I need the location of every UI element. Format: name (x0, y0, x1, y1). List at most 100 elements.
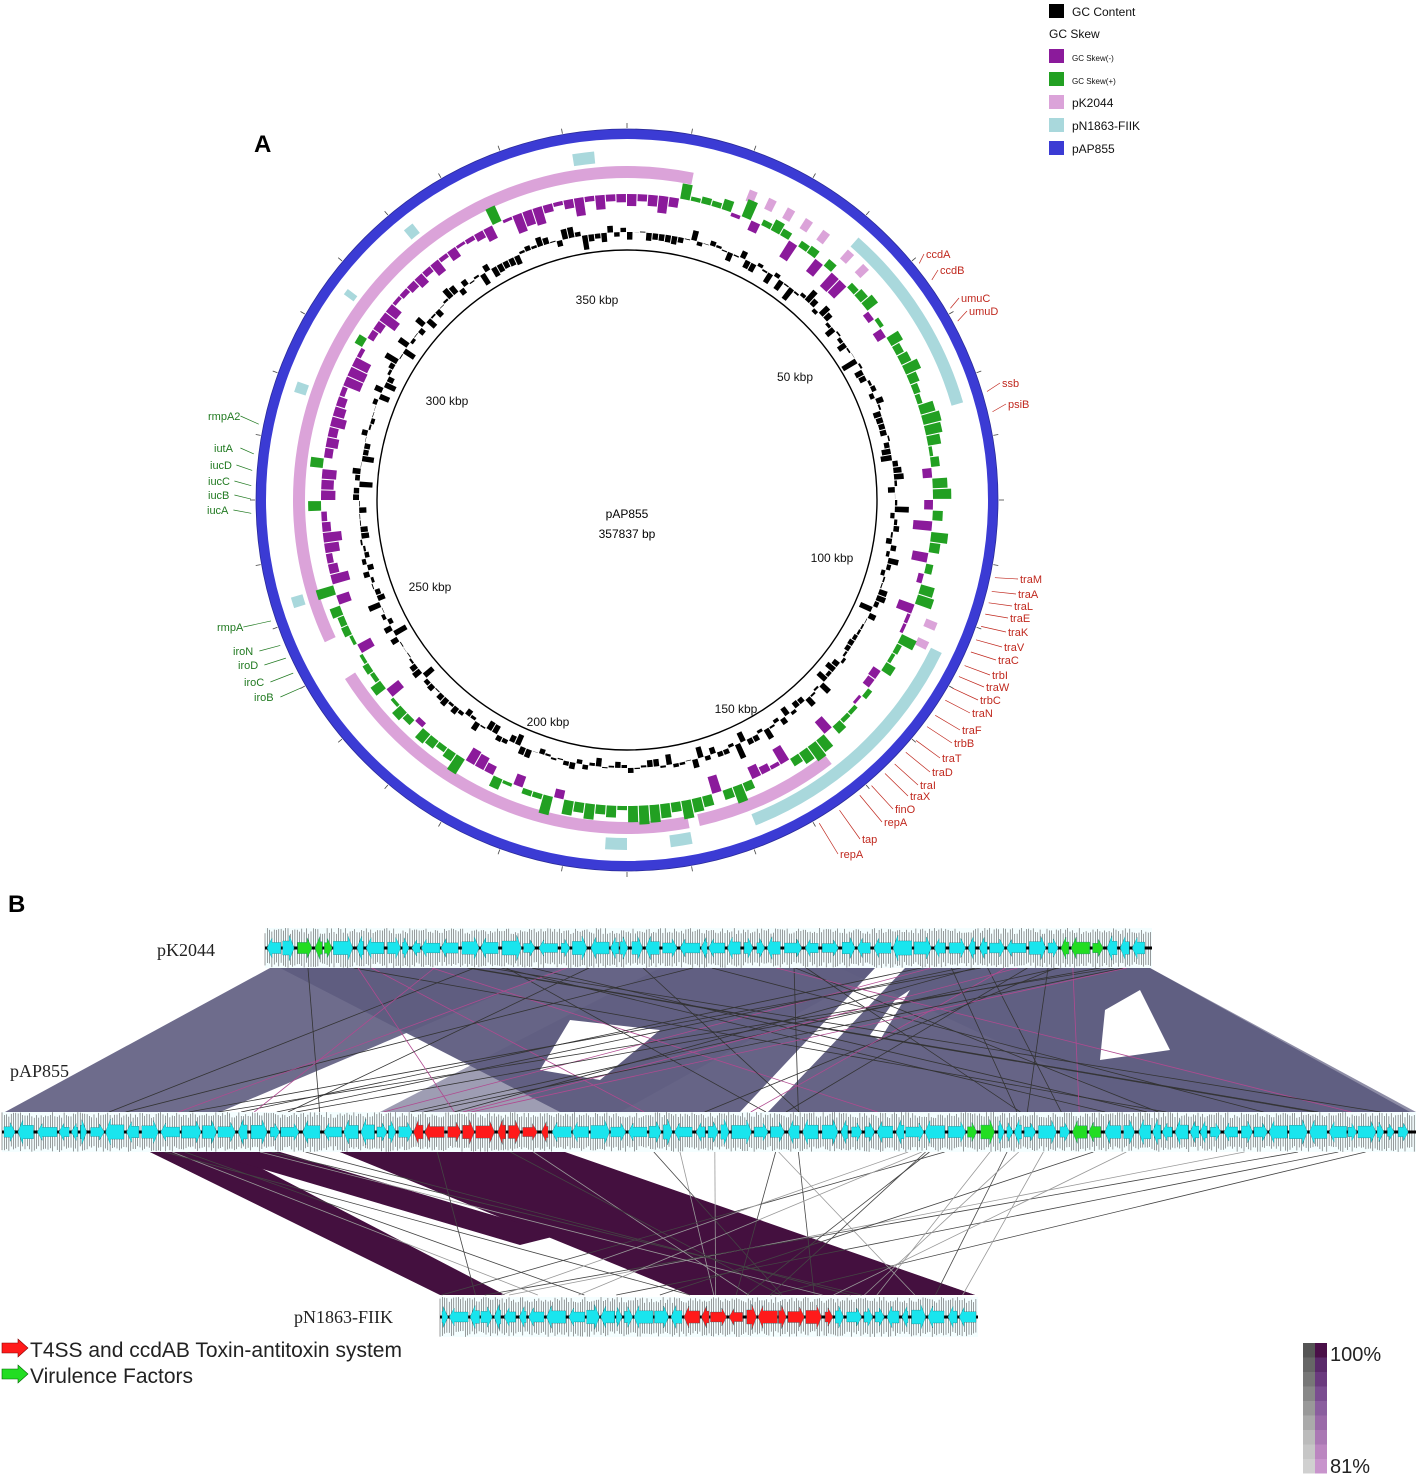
gene-arrow (631, 936, 643, 960)
gc-content-bar (501, 737, 509, 745)
gc-skew-bar (758, 763, 771, 775)
gene-arrow (1253, 1122, 1268, 1142)
gc-skew-bar (899, 623, 907, 634)
gc-content-bar (542, 237, 550, 246)
synteny-links (5, 967, 1416, 1296)
gc-skew-bar (330, 416, 347, 430)
gc-content-bar (370, 418, 376, 425)
gene-arrow (778, 1305, 787, 1329)
gene-leader-line (280, 687, 302, 698)
gene-arrow (968, 936, 976, 960)
gc-content-bar (363, 443, 371, 450)
gene-leader-line (233, 509, 252, 514)
legend-label: GC Skew (1049, 27, 1100, 41)
gc-skew-bar (332, 406, 347, 419)
gc-content-bar (872, 411, 882, 419)
gc-skew-bar (872, 328, 886, 343)
outer-tick (948, 311, 954, 315)
gene-label-red: traC (998, 655, 1019, 667)
synteny-line (704, 967, 1057, 1113)
gene-label-red: ssb (1002, 378, 1019, 390)
gc-skew-bar (721, 198, 735, 213)
gc-skew-bar (918, 400, 936, 415)
synteny-line (410, 967, 1060, 1113)
gene-arrow (1104, 1120, 1122, 1144)
gene-label-red: ccdB (940, 265, 964, 277)
gc-content-bar (793, 291, 800, 296)
synteny-line (745, 1151, 930, 1296)
gc-skew-bar (321, 469, 337, 480)
gene-leader-line (918, 253, 925, 264)
gc-content-bar (387, 369, 393, 376)
gc-content-bar (418, 327, 426, 336)
gc-content-bar (727, 742, 735, 748)
kbp-label: 50 kbp (777, 370, 813, 384)
gc-skew-bar (790, 753, 804, 767)
legend-swatch (1049, 95, 1064, 109)
gene-arrow (503, 1307, 516, 1327)
gc-skew-bar (531, 791, 543, 800)
gc-content-bar (734, 743, 747, 760)
gene-leader-line (871, 785, 894, 810)
synteny-line (441, 1151, 945, 1296)
gene-arrow (302, 1120, 321, 1144)
gc-content-bar (362, 545, 367, 552)
gc-skew-bar (438, 253, 449, 263)
gc-content-bar (372, 398, 379, 405)
gene-arrow (875, 1307, 885, 1327)
gc-skew-bar (854, 288, 868, 303)
gc-content-bar (772, 717, 780, 724)
gc-skew-bar (840, 712, 851, 723)
gene-arrow (105, 1118, 125, 1146)
gene-label-red: traM (1020, 574, 1042, 586)
gc-content-bar (715, 244, 722, 250)
gene-arrow (1119, 936, 1130, 960)
gene-leader-line (259, 645, 281, 652)
ring-pn1863-segment (605, 837, 627, 850)
gene-arrow (282, 935, 295, 961)
legend-item: pAP855 (1049, 141, 1115, 156)
gc-skew-bar (747, 220, 761, 234)
gc-skew-bar (323, 447, 334, 459)
gc-skew-bar (932, 510, 943, 521)
gene-label-green: iucB (208, 490, 229, 502)
gc-skew-bar (357, 637, 375, 653)
gene-arrow (141, 1120, 159, 1144)
gc-content-bar (409, 663, 419, 672)
gc-content-bar (831, 658, 840, 668)
gc-content-bar (805, 696, 816, 707)
gc-content-bar (422, 666, 435, 678)
gc-content-bar (804, 289, 818, 304)
gc-content-bar (374, 588, 382, 596)
synteny-line (423, 967, 1124, 1113)
gc-content-bar (639, 231, 646, 233)
gc-content-bar (359, 520, 362, 526)
genome-track (1, 1112, 1416, 1152)
gc-content-bar (607, 225, 614, 233)
gc-content-bar (860, 623, 865, 630)
gene-arrow (700, 937, 708, 959)
gc-skew-bar (573, 801, 585, 814)
gc-skew-bar (711, 200, 723, 209)
gene-arrow (1398, 1122, 1409, 1142)
gc-content-bar (819, 682, 831, 694)
gene-arrow (841, 937, 856, 959)
synteny-line (462, 967, 1018, 1113)
gene-leader-line (905, 752, 931, 773)
gene-arrow (376, 1122, 388, 1142)
gc-content-bar (739, 250, 749, 260)
gc-skew-bar (807, 741, 827, 762)
gc-content-bar (594, 233, 601, 239)
outer-tick (976, 370, 982, 374)
gc-skew-bar (414, 728, 431, 744)
synteny-line (357, 967, 455, 1113)
key-red-arrow-icon (1, 1338, 29, 1358)
gc-content-bar (459, 287, 468, 296)
gc-content-bar (491, 724, 501, 735)
synteny-line (125, 967, 693, 1113)
gene-arrow (181, 1120, 202, 1144)
gc-skew-bar (552, 200, 564, 207)
gc-skew-bar (914, 393, 923, 405)
gc-content-bar (818, 305, 831, 317)
gene-arrow (270, 1122, 280, 1142)
